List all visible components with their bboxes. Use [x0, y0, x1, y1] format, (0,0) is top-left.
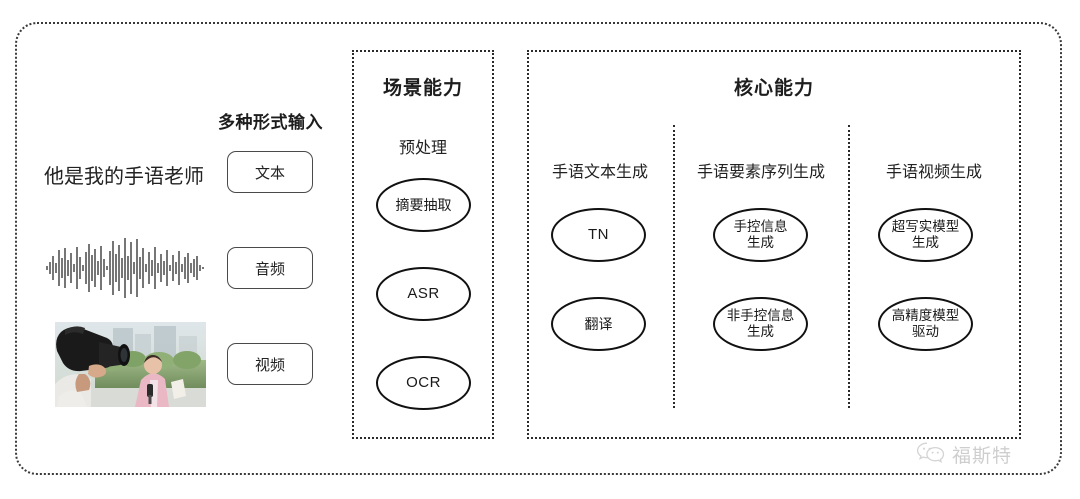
waveform-icon [45, 236, 207, 300]
modality-pill-audio[interactable]: 音频 [227, 247, 313, 289]
input-section-header: 多种形式输入 [218, 113, 323, 132]
video-thumbnail-icon [55, 322, 206, 407]
node-tn[interactable]: TN [551, 208, 646, 262]
modality-pill-video[interactable]: 视频 [227, 343, 313, 385]
node-translation[interactable]: 翻译 [551, 297, 646, 351]
core-capability-title: 核心能力 [733, 78, 814, 99]
node-high-precision-model-driving-label: 高精度模型 驱动 [891, 308, 960, 339]
watermark-text: 福斯特 [952, 446, 1013, 467]
wechat-logo-icon [916, 440, 946, 469]
node-manual-info-generation[interactable]: 手控信息 生成 [713, 208, 808, 262]
node-photorealistic-model-generation[interactable]: 超写实模型 生成 [878, 208, 973, 262]
node-summary-extraction[interactable]: 摘要抽取 [376, 178, 471, 232]
sample-sentence-text: 他是我的手语老师 [44, 166, 204, 188]
node-nonmanual-info-generation-label: 非手控信息 生成 [726, 308, 795, 339]
core-column-3-label: 手语视频生成 [885, 164, 982, 181]
node-high-precision-model-driving[interactable]: 高精度模型 驱动 [878, 297, 973, 351]
modality-pill-text[interactable]: 文本 [227, 151, 313, 193]
core-capability-panel: 核心能力 [527, 50, 1021, 439]
scene-capability-title: 场景能力 [382, 78, 463, 99]
scene-capability-panel: 场景能力 预处理 [352, 50, 494, 439]
node-asr-label: ASR [407, 285, 440, 303]
node-ocr-label: OCR [406, 374, 441, 392]
core-column-2-label: 手语要素序列生成 [696, 164, 825, 181]
core-column-divider-2 [848, 125, 850, 408]
modality-pill-audio-label: 音频 [254, 260, 285, 278]
watermark: 福斯特 [916, 440, 1012, 469]
scene-group-label: 预处理 [398, 140, 447, 157]
node-summary-extraction-label: 摘要抽取 [395, 196, 452, 213]
node-asr[interactable]: ASR [376, 267, 471, 321]
node-photorealistic-model-generation-label: 超写实模型 生成 [891, 219, 960, 250]
node-nonmanual-info-generation[interactable]: 非手控信息 生成 [713, 297, 808, 351]
core-column-1-label: 手语文本生成 [551, 164, 648, 181]
core-column-divider-1 [673, 125, 675, 408]
modality-pill-video-label: 视频 [254, 356, 285, 374]
node-manual-info-generation-label: 手控信息 生成 [733, 219, 788, 250]
modality-pill-text-label: 文本 [254, 164, 285, 182]
node-translation-label: 翻译 [584, 315, 613, 332]
node-ocr[interactable]: OCR [376, 356, 471, 410]
node-tn-label: TN [588, 226, 609, 244]
outer-dotted-frame [15, 22, 1062, 475]
